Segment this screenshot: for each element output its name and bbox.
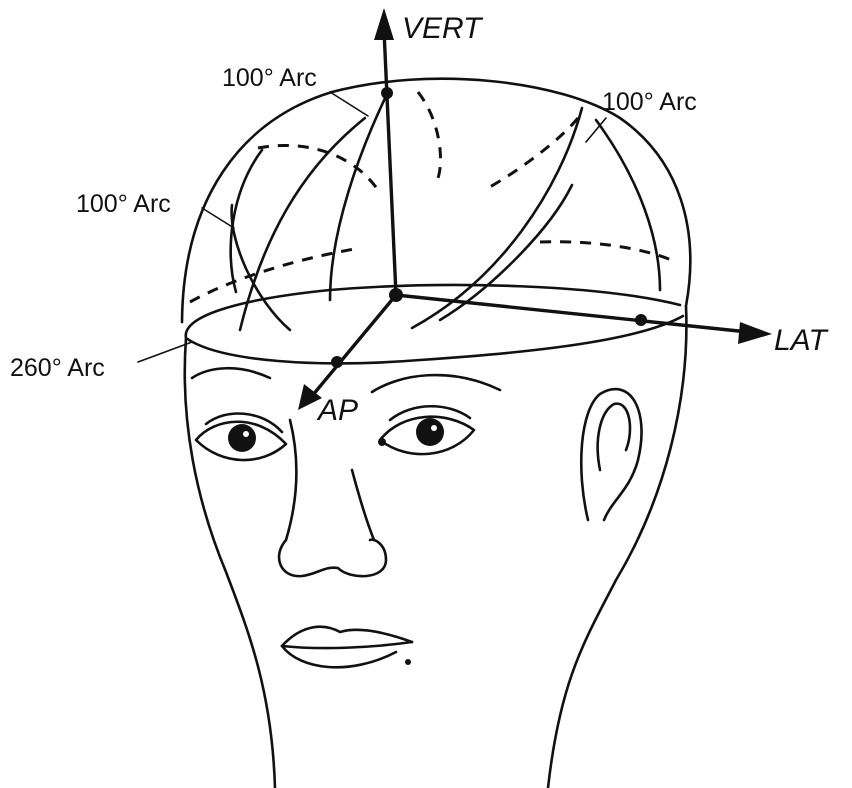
right-eye — [378, 406, 474, 454]
face-right-contour — [548, 306, 686, 788]
origin-dot — [389, 288, 403, 302]
ear-inner — [598, 404, 630, 470]
lat-axis-label: LAT — [774, 324, 829, 357]
vert-axis-label: VERT — [402, 12, 484, 45]
ap-intersection-dot — [331, 356, 343, 368]
left-eye — [196, 414, 286, 461]
arc-left-meridian — [240, 118, 365, 330]
arc-label-top-left: 100° Arc — [222, 64, 317, 92]
nose-bottom — [279, 540, 386, 577]
face-left-contour — [185, 338, 275, 788]
lat-arrow-head — [738, 322, 772, 344]
left-iris — [228, 424, 256, 452]
lip-line — [282, 642, 412, 648]
left-pupil-highlight — [243, 431, 249, 437]
right-pupil-highlight — [431, 425, 437, 431]
right-eye-corner-dot — [378, 438, 386, 446]
arc-left-lower — [232, 205, 290, 330]
right-iris — [416, 418, 444, 446]
arc-label-left: 100° Arc — [76, 190, 171, 218]
upper-lip — [282, 627, 412, 646]
leader-left — [202, 208, 234, 228]
left-eyebrow — [192, 368, 270, 378]
vert-intersection-dot — [381, 87, 393, 99]
arc-label-top-right: 100° Arc — [602, 88, 697, 116]
arc-label-bottom: 260° Arc — [10, 354, 105, 382]
eyebrows — [192, 368, 500, 392]
nose-bridge-right — [352, 470, 374, 540]
ear-outer — [581, 389, 641, 520]
mouth — [282, 627, 412, 668]
leader-top-left — [330, 92, 368, 116]
arc-right-meridian — [412, 108, 582, 328]
dashed-arc-left-upper — [258, 145, 378, 190]
ear — [581, 389, 641, 520]
dashed-arc-top-right — [488, 118, 578, 188]
right-eyebrow — [372, 375, 500, 392]
ap-axis-label: AP — [316, 394, 358, 427]
ap-axis-line — [312, 295, 396, 396]
nose — [279, 420, 386, 576]
mouth-mark — [405, 659, 411, 665]
nose-bridge-left — [286, 420, 296, 540]
vert-arrow-head — [374, 8, 394, 40]
dashed-arc-top-mid — [418, 92, 441, 178]
lat-intersection-dot — [635, 314, 647, 326]
vert-axis-line — [384, 30, 396, 295]
